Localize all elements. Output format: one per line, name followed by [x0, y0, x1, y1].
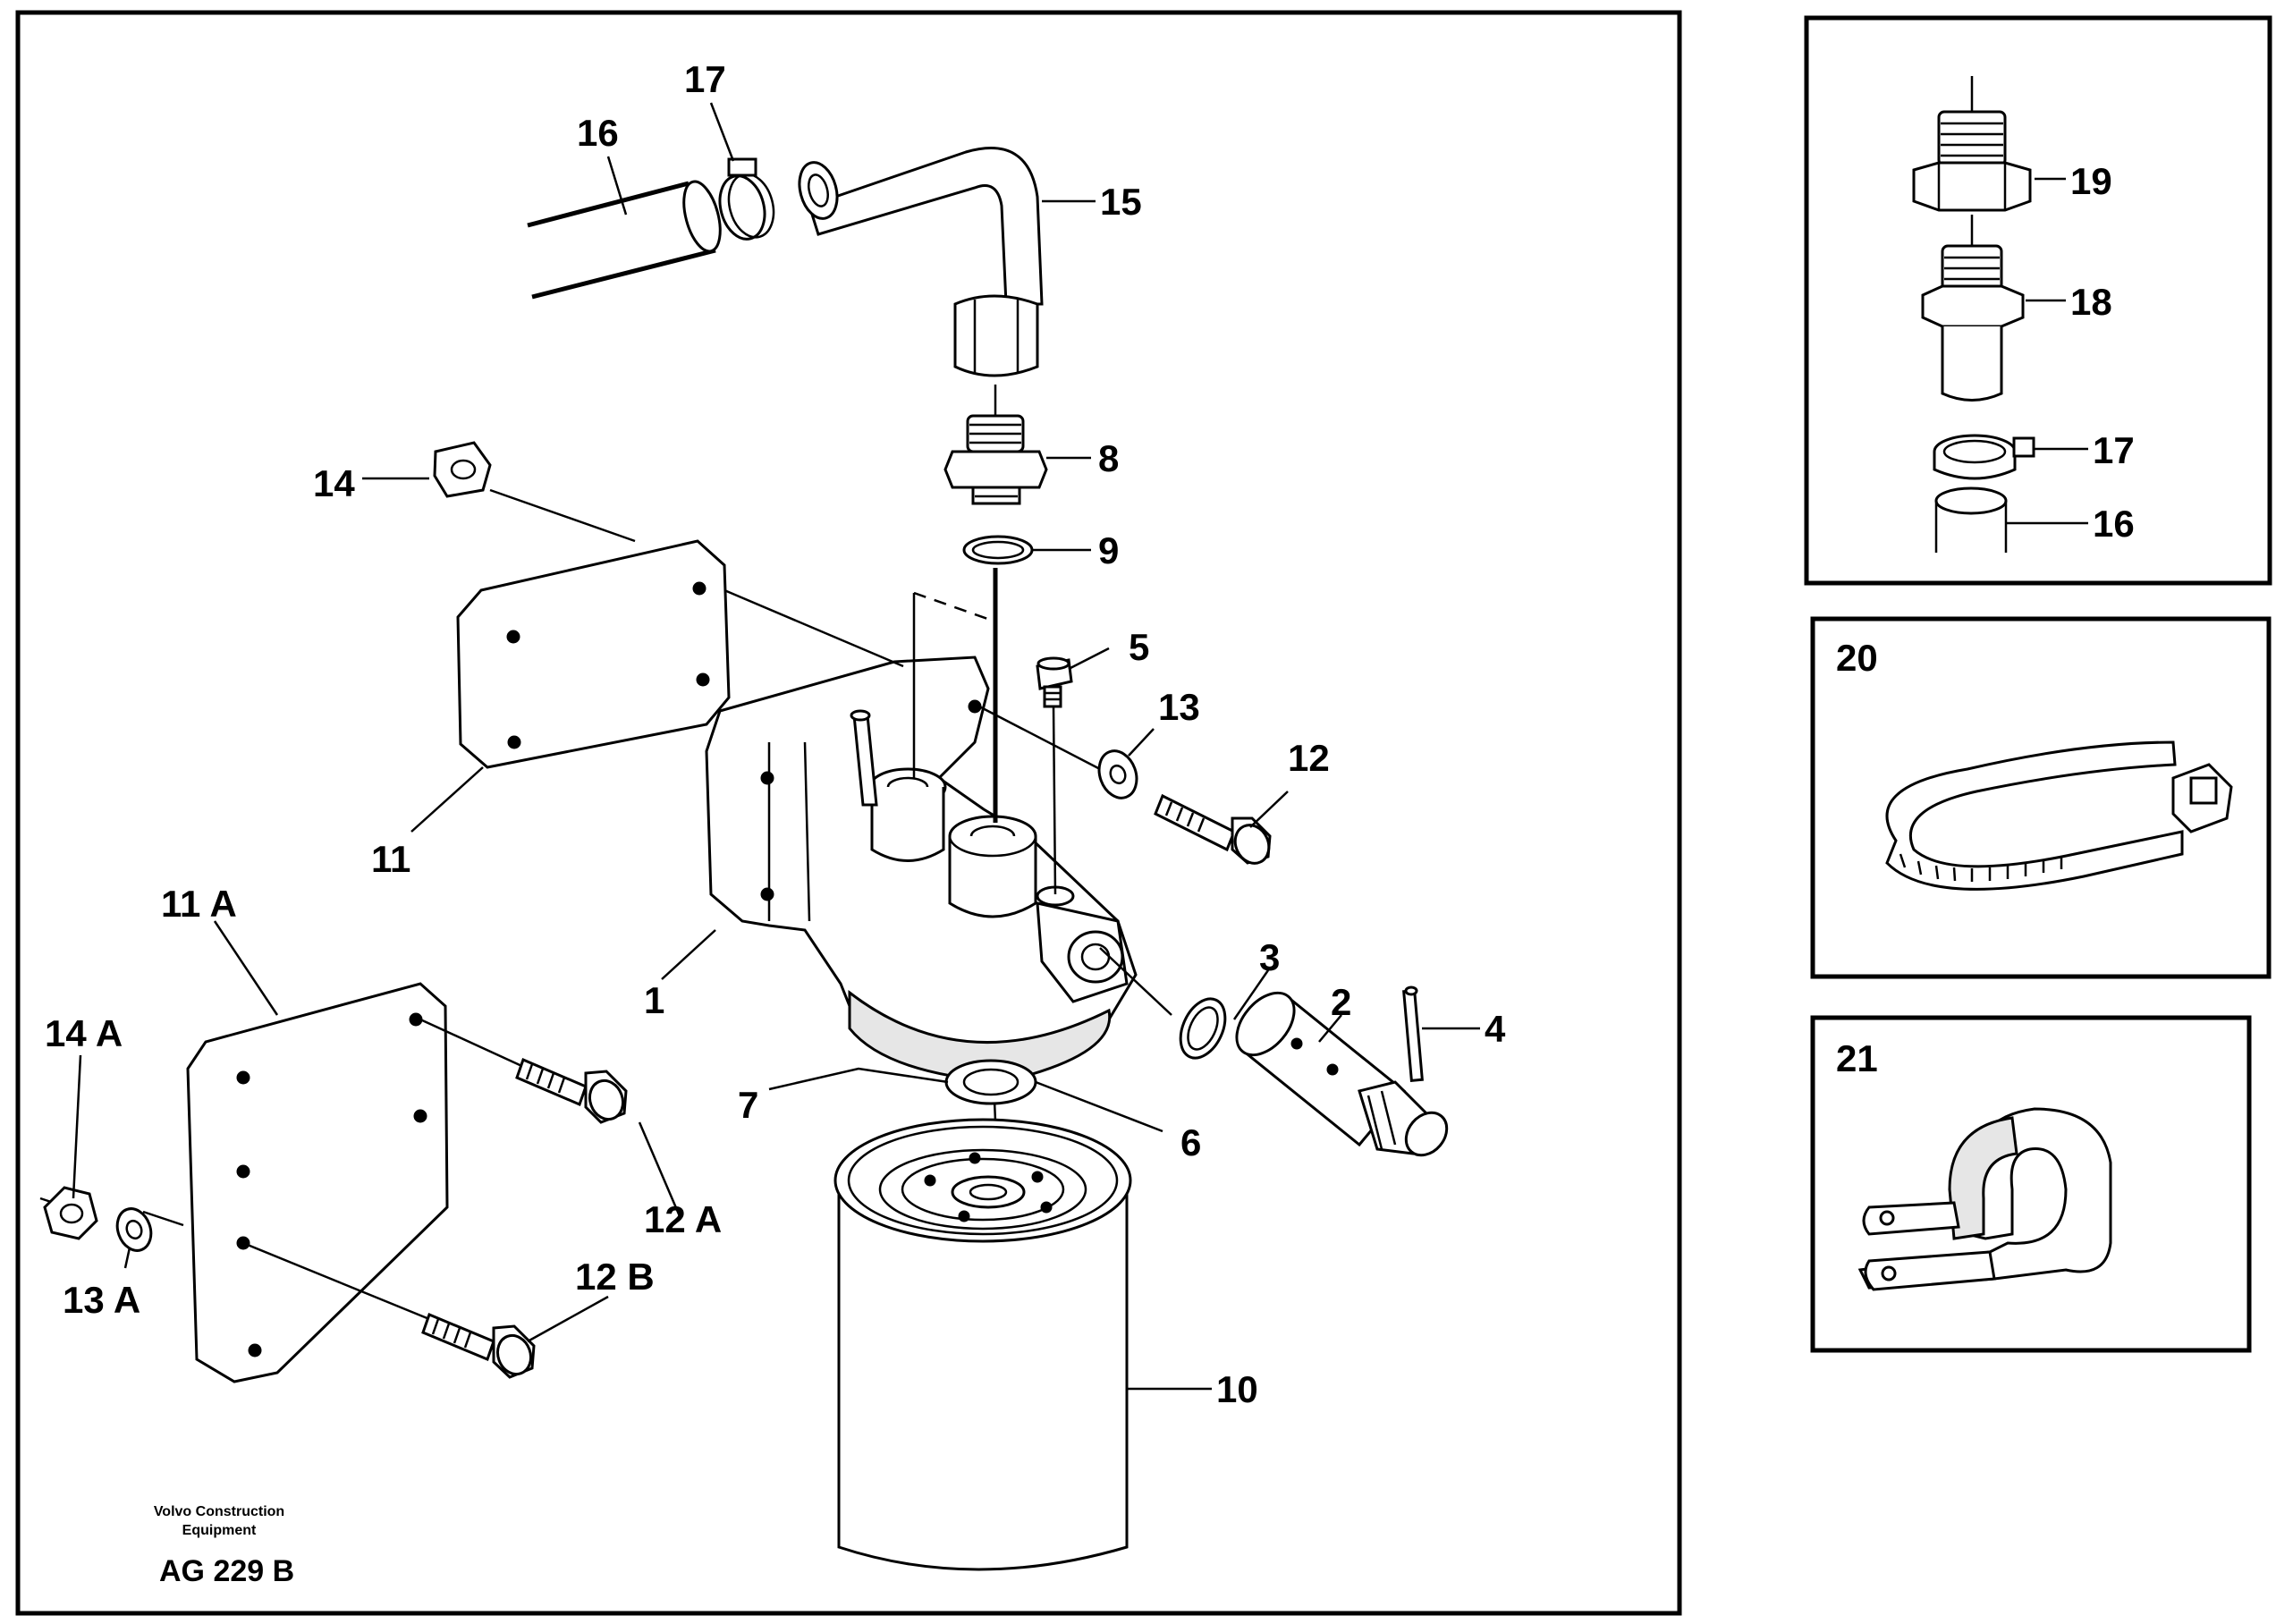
split-pin-4: [1402, 985, 1424, 1082]
label-17-detail: 17: [2093, 429, 2135, 471]
bolt-12a: [515, 1057, 628, 1124]
filter-head-1: [705, 656, 1138, 1084]
label-8: 8: [1098, 437, 1119, 479]
label-17: 17: [684, 58, 726, 100]
label-12b: 12 B: [575, 1256, 655, 1298]
label-4: 4: [1485, 1008, 1506, 1050]
label-11: 11: [371, 838, 410, 880]
screw-5: [1036, 656, 1073, 708]
hose-clamp-17: [718, 157, 775, 241]
o-ring-9: [962, 535, 1034, 565]
hose-clamp-20: [1885, 740, 2233, 891]
label-2: 2: [1331, 981, 1351, 1023]
adapter-8: [943, 385, 1048, 505]
washer-13: [1097, 749, 1138, 799]
cover-plate-11: [456, 539, 731, 769]
label-13a: 13 A: [63, 1279, 140, 1321]
main-frame: [15, 10, 1682, 1616]
bolt-12b: [421, 1313, 536, 1379]
label-16: 16: [577, 112, 619, 154]
hose-16: [527, 180, 722, 300]
detail-frame-hose-clamp: [1810, 616, 2272, 979]
nut-14: [433, 441, 492, 498]
drawing-code: AG 229 B: [159, 1554, 294, 1588]
washer-13a: [115, 1207, 153, 1252]
detail-frame-p-clip: [1810, 1015, 2252, 1353]
label-10: 10: [1216, 1368, 1258, 1410]
label-20: 20: [1836, 637, 1878, 679]
nut-14a: [43, 1186, 98, 1240]
label-6: 6: [1180, 1121, 1201, 1163]
label-5: 5: [1129, 626, 1149, 668]
pin-2: [1235, 991, 1449, 1157]
bolt-12: [1154, 793, 1272, 865]
leader-lines: [72, 102, 1480, 1391]
bracket-11a: [186, 982, 449, 1383]
label-11a: 11 A: [161, 883, 237, 925]
o-ring-3: [1179, 997, 1227, 1060]
label-14: 14: [313, 462, 355, 504]
gasket-6: [944, 1059, 1037, 1105]
company-line-2: Equipment: [182, 1523, 257, 1538]
oil-filter-10: [833, 1118, 1132, 1571]
label-12a: 12 A: [644, 1198, 722, 1240]
label-15: 15: [1100, 181, 1142, 223]
label-13: 13: [1158, 686, 1200, 728]
pipe-15: [798, 147, 1044, 377]
p-clip-21: [1857, 1107, 2112, 1291]
detail-fittings: [1912, 76, 2088, 553]
label-14a: 14 A: [45, 1012, 123, 1054]
label-18: 18: [2070, 281, 2112, 323]
label-1: 1: [644, 979, 664, 1021]
label-16-detail: 16: [2093, 503, 2135, 545]
label-9: 9: [1098, 529, 1119, 571]
detail-frame-hose-fitting: [1804, 15, 2272, 586]
label-21: 21: [1836, 1037, 1878, 1079]
label-19: 19: [2070, 160, 2112, 202]
label-12: 12: [1288, 737, 1330, 779]
label-7: 7: [738, 1084, 758, 1126]
company-line-1: Volvo Construction: [154, 1504, 284, 1519]
label-3: 3: [1259, 936, 1280, 978]
